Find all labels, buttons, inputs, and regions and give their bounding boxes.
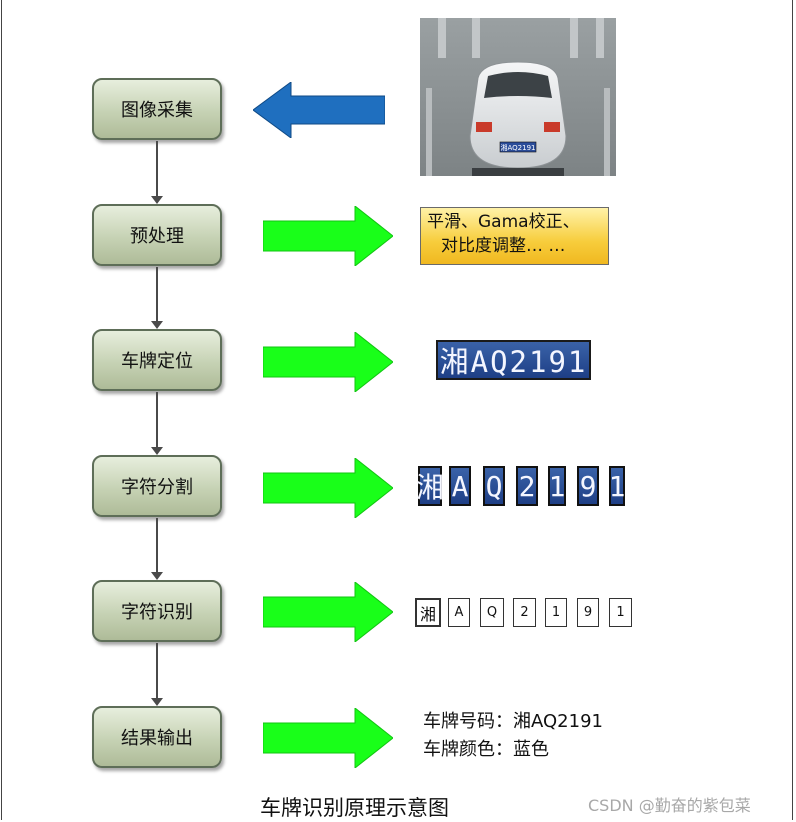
step-label: 车牌定位 — [121, 351, 193, 372]
watermark: CSDN @勤奋的紫包菜 — [588, 796, 751, 815]
flow-connector-arrow — [151, 392, 163, 455]
diagram-caption: 车牌识别原理示意图 — [260, 796, 449, 820]
located-plate: 湘AQ2191 — [436, 340, 591, 380]
segment-char: 1 — [609, 466, 625, 506]
preprocess-line-2: 对比度调整… … — [441, 236, 566, 256]
segment-char: Q — [483, 466, 505, 506]
recognized-char: A — [448, 598, 470, 627]
step-label: 图像采集 — [121, 100, 193, 121]
result-plate-color: 车牌颜色：蓝色 — [423, 739, 549, 760]
flow-connector-arrow — [151, 643, 163, 706]
result-plate-number: 车牌号码：湘AQ2191 — [423, 711, 603, 732]
preprocess-line-1: 平滑、Gama校正、 — [427, 212, 580, 232]
recognized-char: 2 — [513, 598, 536, 627]
result-output: 车牌号码：湘AQ2191 车牌颜色：蓝色 — [423, 708, 603, 764]
photo-plate-text: 湘AQ2191 — [501, 143, 536, 152]
segment-char: 湘 — [416, 466, 444, 506]
plate-text: 湘AQ2191 — [439, 345, 588, 379]
step-label: 字符分割 — [121, 477, 193, 498]
step-preprocess: 预处理 — [92, 204, 222, 266]
recognized-char: 湘 — [415, 598, 441, 627]
step-char-recognize: 字符识别 — [92, 580, 222, 642]
blue-left-arrow-icon — [253, 82, 385, 138]
segment-char: 2 — [516, 466, 538, 506]
flow-connector-arrow — [151, 141, 163, 204]
step-result-output: 结果输出 — [92, 706, 222, 768]
car-photo: 湘AQ2191 — [420, 18, 616, 176]
green-right-arrow-icon — [263, 206, 393, 266]
segment-char: A — [449, 466, 471, 506]
recognized-char: 1 — [609, 598, 632, 627]
preprocess-description: 平滑、Gama校正、 对比度调整… … — [420, 207, 609, 265]
flow-connector-arrow — [151, 267, 163, 329]
step-label: 结果输出 — [121, 728, 193, 749]
green-right-arrow-icon — [263, 708, 393, 768]
segment-char: 1 — [548, 466, 566, 506]
flow-connector-arrow — [151, 518, 163, 580]
recognized-char: 9 — [577, 598, 599, 627]
step-label: 预处理 — [130, 226, 184, 247]
segment-char: 9 — [577, 466, 599, 506]
step-char-segment: 字符分割 — [92, 455, 222, 517]
recognized-char: Q — [480, 598, 504, 627]
step-image-capture: 图像采集 — [92, 78, 222, 140]
green-right-arrow-icon — [263, 582, 393, 642]
step-label: 字符识别 — [121, 602, 193, 623]
recognized-char: 1 — [545, 598, 567, 627]
green-right-arrow-icon — [263, 458, 393, 518]
step-plate-locate: 车牌定位 — [92, 329, 222, 391]
green-right-arrow-icon — [263, 332, 393, 392]
